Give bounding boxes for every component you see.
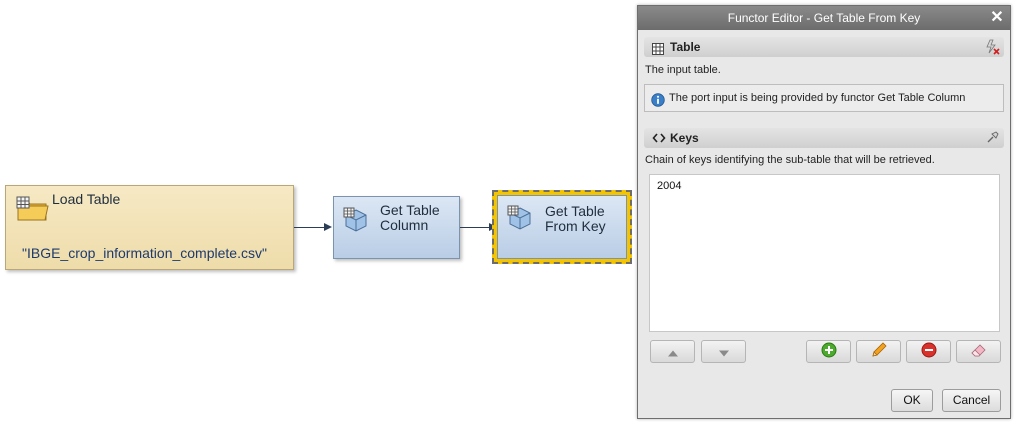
- connector-column-to-key: [460, 227, 490, 228]
- port-info-box: The port input is being provided by func…: [644, 84, 1004, 112]
- cube-table-icon: [343, 207, 369, 237]
- load-table-node[interactable]: Load Table "IBGE_crop_information_comple…: [5, 185, 294, 270]
- functor-editor-dialog: Functor Editor - Get Table From Key ✕ Ta…: [637, 5, 1011, 419]
- keys-section-description: Chain of keys identifying the sub-table …: [645, 154, 935, 166]
- get-table-column-title-line1: Get Table: [380, 202, 440, 218]
- list-item[interactable]: 2004: [657, 180, 682, 192]
- move-down-button[interactable]: [701, 340, 746, 363]
- table-section-header[interactable]: Table: [644, 37, 1004, 57]
- remove-key-button[interactable]: [906, 340, 951, 363]
- keys-list[interactable]: 2004: [649, 174, 1000, 332]
- get-table-from-key-title-line2: From Key: [545, 218, 606, 234]
- disconnect-icon[interactable]: [984, 39, 1000, 61]
- arrow-down-icon: [718, 342, 730, 361]
- add-icon: [821, 342, 837, 362]
- table-section-title: Table: [670, 40, 701, 54]
- table-icon: [652, 41, 664, 61]
- move-up-button[interactable]: [650, 340, 695, 363]
- add-key-button[interactable]: [806, 340, 851, 363]
- clear-keys-button[interactable]: [956, 340, 1001, 363]
- keys-section-title: Keys: [670, 131, 699, 145]
- cube-table-icon: [507, 205, 533, 235]
- dialog-title: Functor Editor - Get Table From Key: [727, 11, 921, 25]
- load-table-title: Load Table: [52, 191, 121, 207]
- cancel-button[interactable]: Cancel: [942, 389, 1001, 412]
- get-table-from-key-node[interactable]: Get Table From Key: [497, 195, 627, 259]
- remove-icon: [921, 342, 937, 362]
- keys-section-header[interactable]: Keys: [644, 128, 1004, 148]
- connector-arrowhead: [324, 223, 332, 231]
- info-icon: [651, 91, 665, 117]
- code-brackets-icon: [652, 131, 666, 151]
- close-icon[interactable]: ✕: [990, 9, 1004, 26]
- get-table-from-key-title-line1: Get Table: [545, 203, 605, 219]
- eraser-icon: [970, 341, 988, 363]
- ok-button[interactable]: OK: [891, 389, 933, 412]
- pencil-icon: [870, 341, 888, 363]
- link-port-icon[interactable]: [986, 130, 1000, 150]
- arrow-up-icon: [667, 342, 679, 361]
- get-table-column-title-line2: Column: [380, 217, 429, 233]
- connector-load-to-column: [294, 227, 324, 228]
- get-table-column-node[interactable]: Get Table Column: [333, 196, 460, 259]
- folder-table-icon: [16, 195, 50, 227]
- port-info-text: The port input is being provided by func…: [669, 92, 966, 104]
- selection-highlight: Get Table From Key: [492, 190, 632, 264]
- dialog-titlebar[interactable]: Functor Editor - Get Table From Key ✕: [638, 6, 1010, 30]
- load-table-filename: "IBGE_crop_information_complete.csv": [22, 245, 267, 261]
- edit-key-button[interactable]: [856, 340, 901, 363]
- table-section-description: The input table.: [645, 64, 721, 76]
